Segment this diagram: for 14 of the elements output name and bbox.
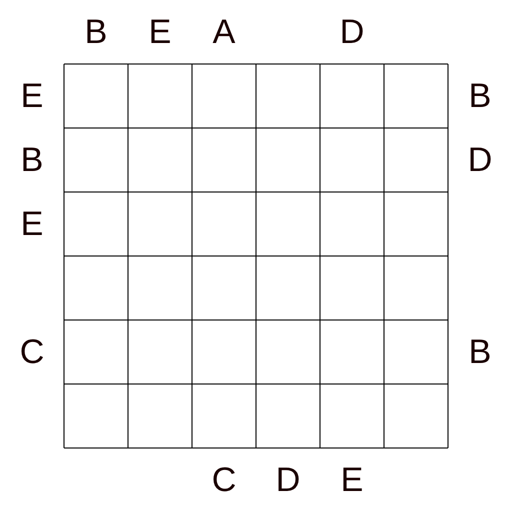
clue-letter: B — [84, 12, 108, 52]
clue-letter: A — [212, 12, 236, 52]
clue-letter: D — [276, 460, 300, 500]
clue-letter: D — [340, 12, 364, 52]
clue-letter: B — [20, 140, 44, 180]
clue-letter: E — [340, 460, 364, 500]
clue-letter: B — [468, 76, 492, 116]
clue-letter: E — [20, 204, 44, 244]
clue-letter: C — [20, 332, 44, 372]
clue-letter: B — [468, 332, 492, 372]
clue-letter: D — [468, 140, 492, 180]
clue-letter: E — [148, 12, 172, 52]
clue-letter: E — [20, 76, 44, 116]
clue-letter: C — [212, 460, 236, 500]
